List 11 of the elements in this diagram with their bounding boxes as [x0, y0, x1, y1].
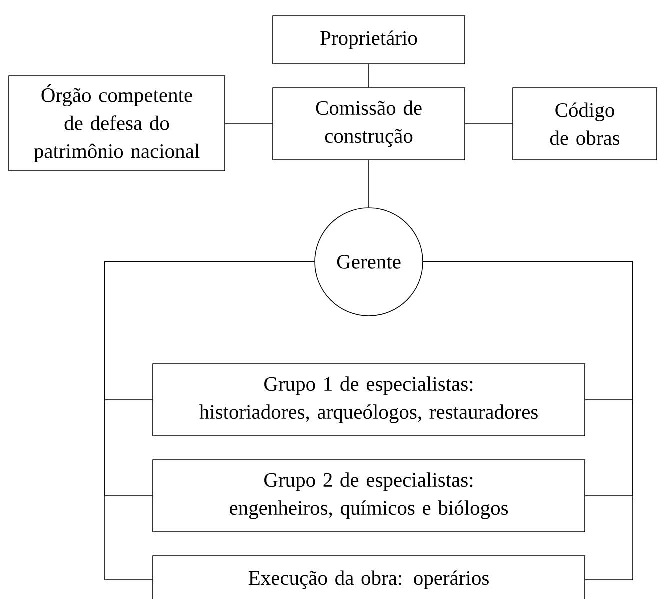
org-box: Proprietário	[272, 16, 466, 64]
org-box: Grupo 2 de especialistas: engenheiros, químicos e biólogos	[152, 460, 586, 532]
org-box: Comissão de construção	[272, 88, 466, 160]
connector-line	[368, 160, 370, 208]
org-box: Órgão competente de defesa do patrimônio nacional	[8, 76, 226, 172]
org-box: Execução da obra: operários	[152, 556, 586, 599]
org-box: Código de obras	[512, 88, 658, 160]
org-box: Grupo 1 de especialistas: historiadores, arqueólogos, restauradores	[152, 364, 586, 436]
connector-line	[423, 262, 634, 580]
connector-line	[104, 262, 315, 580]
connector-line	[368, 64, 370, 88]
